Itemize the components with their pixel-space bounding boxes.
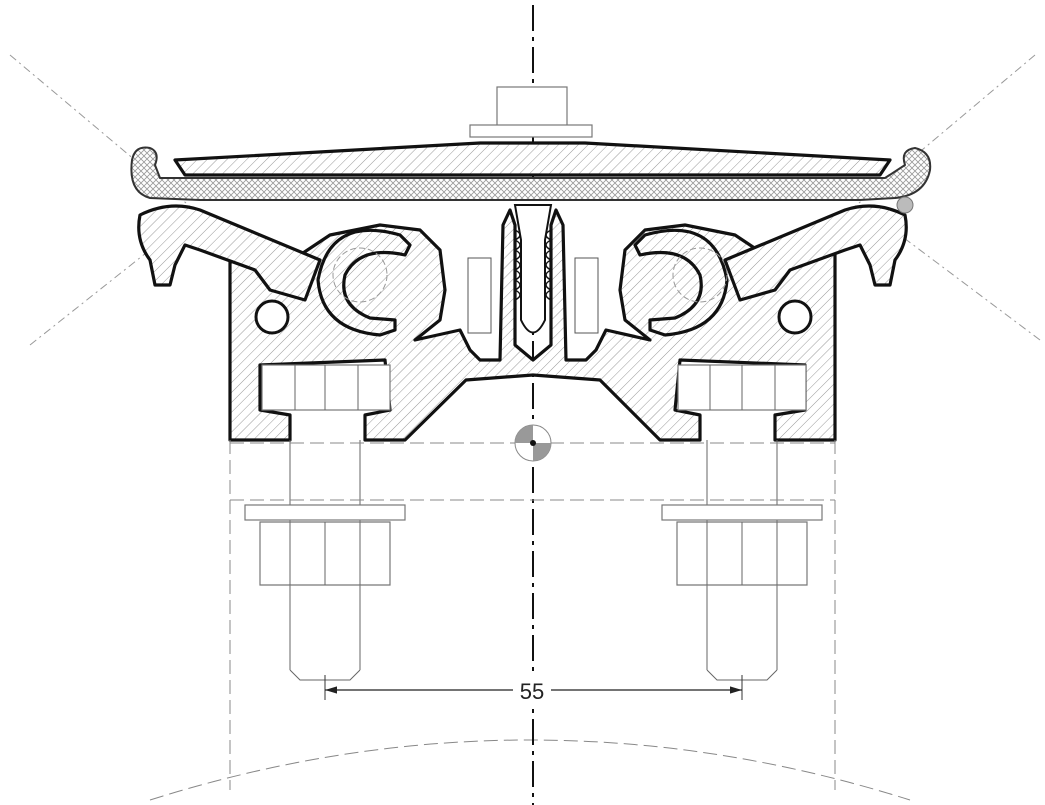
right-hook bbox=[633, 228, 729, 337]
left-ball bbox=[254, 299, 290, 335]
top-cover bbox=[130, 86, 932, 201]
right-clip bbox=[723, 204, 908, 302]
right-bolt-head bbox=[677, 364, 807, 411]
center-screw bbox=[467, 204, 599, 334]
left-hook bbox=[316, 228, 412, 337]
right-pivot-mark bbox=[896, 196, 914, 214]
right-nut bbox=[661, 504, 823, 586]
left-clip bbox=[137, 204, 322, 302]
dimension-label: 55 bbox=[520, 679, 544, 704]
left-nut bbox=[244, 504, 406, 586]
left-bolt-head bbox=[261, 364, 391, 411]
right-ball bbox=[777, 299, 813, 335]
main-profile bbox=[228, 208, 837, 442]
center-of-gravity-symbol bbox=[514, 424, 552, 462]
top-washer bbox=[469, 124, 593, 138]
top-bolt-head bbox=[496, 86, 568, 128]
dimension-55: 55 bbox=[324, 675, 743, 704]
